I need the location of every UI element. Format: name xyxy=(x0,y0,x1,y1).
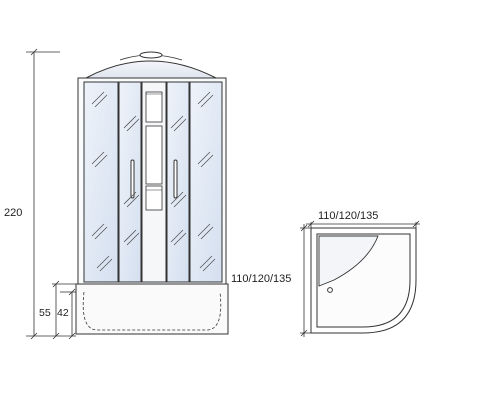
height-label: 220 xyxy=(4,207,22,219)
glass-panel-right-outer xyxy=(189,81,223,283)
tray-seat xyxy=(318,235,379,287)
glass-panel-left-door xyxy=(118,81,142,283)
glass-panel-left-outer xyxy=(83,81,119,283)
cabin-base xyxy=(75,283,229,335)
plan-view xyxy=(310,227,417,334)
right-door-handle xyxy=(173,159,178,199)
base-height-label: 55 xyxy=(39,307,51,319)
glass-panel-right-door xyxy=(166,81,190,283)
tray-height-label: 42 xyxy=(57,307,69,319)
height-dimension xyxy=(26,48,76,340)
glass-reflections xyxy=(91,91,216,272)
left-door-handle xyxy=(130,159,135,199)
front-view xyxy=(75,51,229,335)
drain xyxy=(327,287,333,293)
front-width-label: 110/120/135 xyxy=(231,273,291,285)
plan-width-dimension xyxy=(306,220,420,230)
tray-outline xyxy=(82,291,222,331)
cabin-roof xyxy=(85,60,217,79)
plan-width-label: 110/120/135 xyxy=(318,210,378,222)
base-dimensions xyxy=(52,280,76,340)
plan-depth-dimension xyxy=(300,224,311,337)
